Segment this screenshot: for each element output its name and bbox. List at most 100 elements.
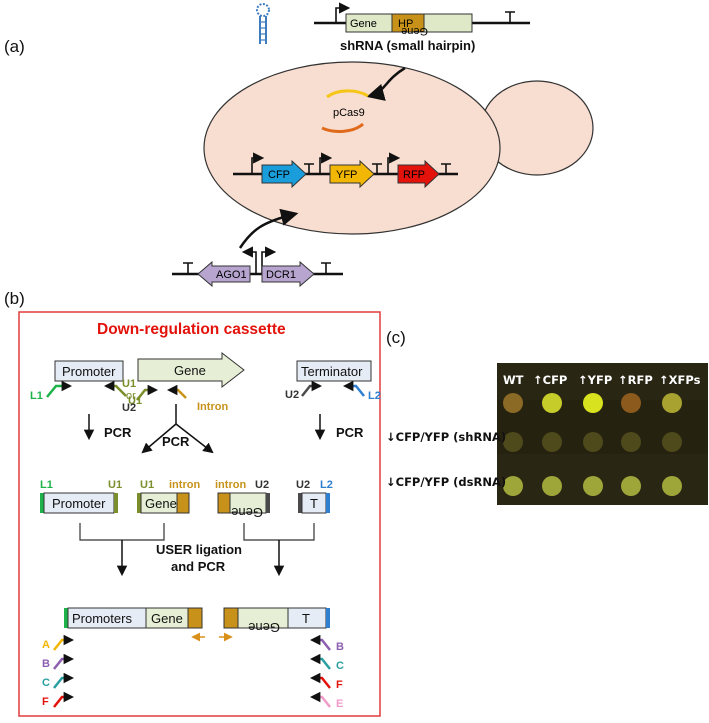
colony-spot <box>621 393 641 413</box>
svg-text:F: F <box>42 696 49 708</box>
row-label-shrna: ↓CFP/YFP (shRNA) <box>386 430 506 444</box>
yeast-cell <box>203 61 594 235</box>
pcas9-plasmid: pCas9 <box>321 89 369 133</box>
plate-header-wt: WT <box>503 373 524 387</box>
left-primer-c: C <box>42 672 75 689</box>
left-primer-a: A <box>42 634 75 651</box>
colony-spot <box>621 432 641 452</box>
right-primer-b: B <box>309 634 344 653</box>
plate-header-yfp: ↑YFP <box>578 373 612 387</box>
primer-l2: L2 <box>368 390 381 402</box>
promoter-part-label: Promoter <box>62 364 116 379</box>
left-primer-b: B <box>42 653 75 670</box>
right-primer-e: E <box>309 691 343 710</box>
panel-c-label: (c) <box>386 328 406 347</box>
primer-u2-term: U2 <box>285 389 299 401</box>
colony-spot <box>583 432 603 452</box>
gene-rev-segment <box>423 13 473 33</box>
reporter-construct: CFP YFP RFP <box>233 152 458 189</box>
plate-header-rfp: ↑RFP <box>618 373 653 387</box>
pcr-label-2: PCR <box>162 434 190 449</box>
colony-spot <box>621 476 641 496</box>
primer-intron: Intron <box>197 401 228 413</box>
rnai-construct: AGO1 DCR1 <box>172 246 343 288</box>
plate-header-xfps: ↑XFPs <box>659 373 701 387</box>
ligation-label-1: USER ligation <box>156 542 242 557</box>
frag-term-box: T <box>310 496 318 511</box>
primer-u1-gene: U1 <box>122 378 136 390</box>
svg-text:B: B <box>42 658 50 670</box>
primer-l1: L1 <box>30 390 43 402</box>
colony-spot <box>542 432 562 452</box>
colony-spot <box>662 393 682 413</box>
right-primer-f: F <box>309 672 343 691</box>
primer-or: or <box>126 390 136 402</box>
ago1-gene <box>197 260 251 288</box>
ligation-label-2: and PCR <box>171 559 226 574</box>
terminator-part-label: Terminator <box>301 364 363 379</box>
ago1-label: AGO1 <box>216 269 247 281</box>
colony-spot <box>503 476 523 496</box>
hairpin-icon <box>256 3 270 44</box>
left-primer-f: F <box>42 691 75 708</box>
cfp-gene <box>261 159 307 189</box>
colony-spot <box>542 476 562 496</box>
colony-grid <box>503 393 682 496</box>
shrna-construct: Gene HP Gene shRNA (small hairpin) <box>314 2 530 53</box>
pcr-label-3: PCR <box>336 425 364 440</box>
svg-text:C: C <box>42 677 50 689</box>
frag-generev-left: intron <box>215 479 246 491</box>
frag-promoter-left: L1 <box>40 479 53 491</box>
final-promoters: Promoters <box>72 611 132 626</box>
rfp-label: RFP <box>403 169 425 181</box>
final-gene-rev: Gene <box>248 620 280 635</box>
frag-generev-right: U2 <box>255 479 269 491</box>
colony-spot <box>583 393 603 413</box>
frag-gene-left: U1 <box>140 479 154 491</box>
dcr1-gene <box>261 260 315 288</box>
gene-part-label: Gene <box>174 363 206 378</box>
pcr-label-1: PCR <box>104 425 132 440</box>
terminator-part <box>296 360 372 382</box>
colony-spot <box>662 432 682 452</box>
primer-u2-gene: U2 <box>122 402 136 414</box>
pcas9-label: pCas9 <box>333 107 365 119</box>
frag-term-right: L2 <box>320 479 333 491</box>
frag-gene-box: Gene <box>145 496 177 511</box>
svg-text:E: E <box>336 698 343 710</box>
row-label-dsrna: ↓CFP/YFP (dsRNA) <box>386 475 506 489</box>
pcr-fragments: L1 U1 Promoter U1 intron Gene intron U2 … <box>40 479 333 520</box>
yfp-gene <box>329 159 375 189</box>
shrna-caption: shRNA (small hairpin) <box>340 38 475 53</box>
rfp-gene <box>397 159 440 189</box>
cassette-frame <box>18 311 381 717</box>
svg-text:C: C <box>336 660 344 672</box>
rnai-entry-arrow <box>238 208 299 249</box>
yfp-label: YFP <box>336 169 357 181</box>
frag-generev-box: Gene <box>231 505 263 520</box>
panel-a-label: (a) <box>4 37 25 56</box>
svg-text:F: F <box>336 679 343 691</box>
colony-spot <box>542 393 562 413</box>
frag-gene-right: intron <box>169 479 200 491</box>
frag-promoter-right: U1 <box>108 479 122 491</box>
promoter-part <box>54 360 124 382</box>
final-constructs: Promoters Gene Gene T <box>64 607 330 642</box>
svg-text:A: A <box>42 639 50 651</box>
dcr1-label: DCR1 <box>266 269 296 281</box>
right-primer-c: C <box>309 653 344 672</box>
shrna-entry-arrow <box>366 66 406 101</box>
svg-text:B: B <box>336 641 344 653</box>
final-gene: Gene <box>151 611 183 626</box>
colony-spot <box>662 476 682 496</box>
frag-promoter-box: Promoter <box>52 496 106 511</box>
top-primers: L1 U1 U1 or U2 Intron U2 L2 <box>30 378 381 414</box>
frag-term-left: U2 <box>296 479 310 491</box>
gene-label: Gene <box>350 18 377 30</box>
plate-header-cfp: ↑CFP <box>533 373 567 387</box>
hp-label: HP <box>398 18 413 30</box>
colony-spot <box>503 393 523 413</box>
